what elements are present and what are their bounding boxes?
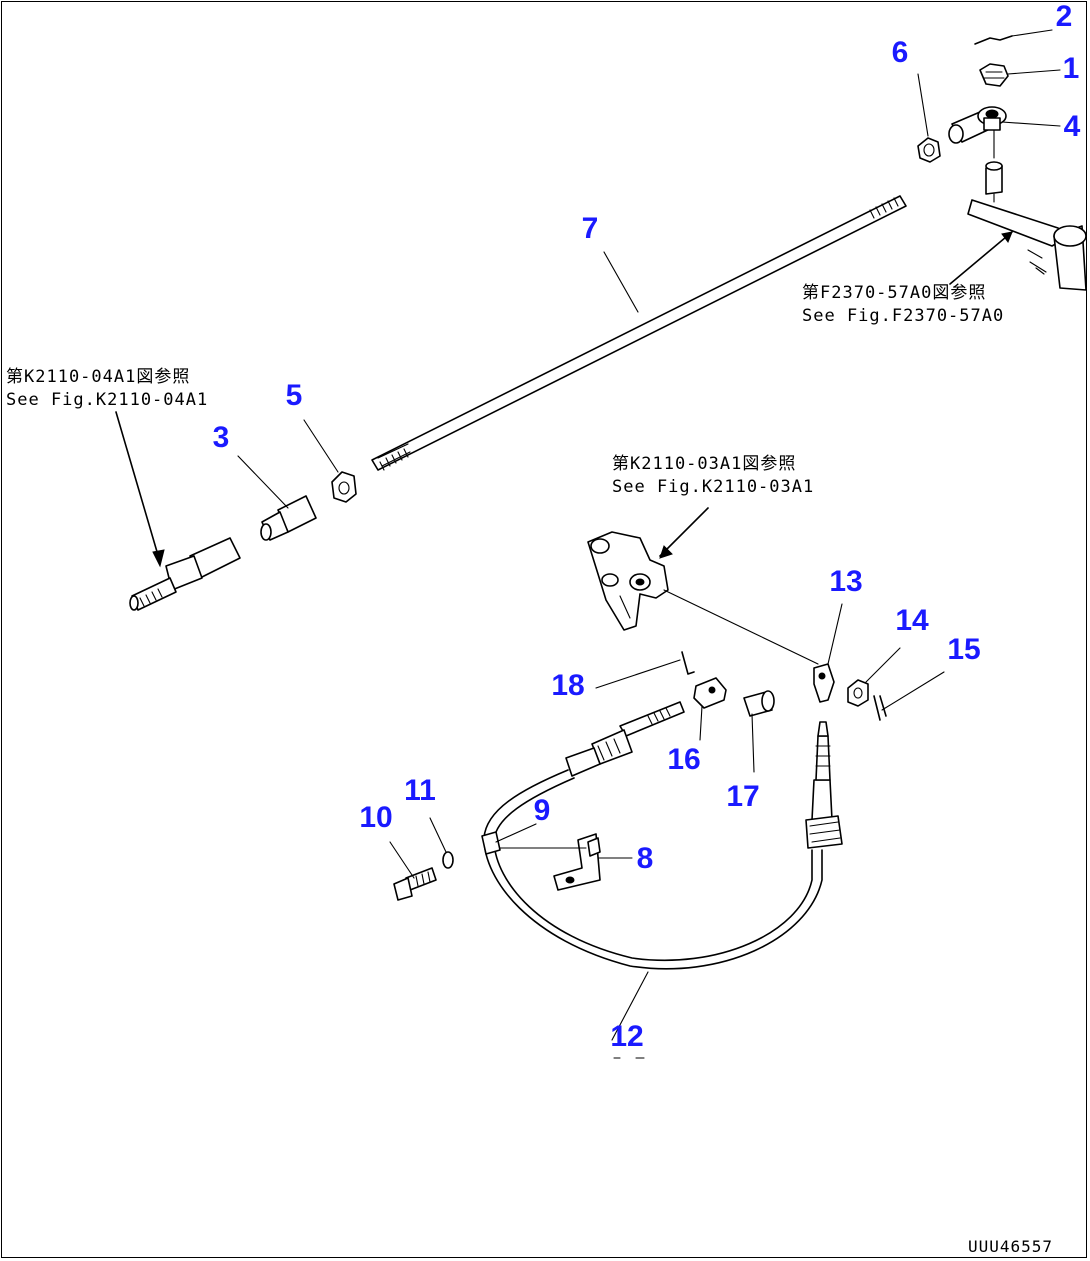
part-10-bolt (389, 841, 437, 901)
part-13-clevis (813, 603, 843, 703)
part-16-yoke (693, 677, 727, 741)
callout-9: 9 (533, 794, 551, 827)
callout-8: 8 (636, 842, 654, 875)
part-14-nut (847, 647, 901, 707)
part-17-clevis-pin (743, 690, 775, 773)
callout-1: 1 (1062, 52, 1080, 85)
cable-left-fitting (565, 701, 685, 777)
callout-18: 18 (551, 669, 585, 702)
part-1-nut (979, 63, 1061, 87)
part-7-rod (371, 195, 907, 471)
callout-14: 14 (895, 604, 929, 637)
part-6-nut (917, 73, 941, 163)
part-5-nut (303, 419, 357, 503)
part-4-ball-joint (948, 106, 1061, 159)
part-12-cable (483, 769, 823, 1041)
reference-note-right: 第F2370-57A0図参照 See Fig.F2370-57A0 (802, 282, 1004, 328)
reference-center-en: See Fig.K2110-03A1 (612, 477, 815, 497)
callout-6: 6 (891, 36, 909, 69)
lever-assembly (949, 161, 1087, 291)
callout-15: 15 (947, 633, 981, 666)
reference-left-en: See Fig.K2110-04A1 (6, 390, 209, 410)
reference-note-center: 第K2110-03A1図参照 See Fig.K2110-03A1 (612, 453, 814, 499)
reference-note-left: 第K2110-04A1図参照 See Fig.K2110-04A1 (6, 366, 208, 412)
center-bracket (587, 507, 819, 665)
part-15-cotter-pin (873, 671, 945, 721)
callout-13: 13 (829, 565, 863, 598)
part-18-pin (595, 651, 695, 689)
callout-4: 4 (1063, 110, 1081, 143)
callout-2: 2 (1055, 0, 1073, 33)
callout-11: 11 (404, 774, 436, 807)
callout-12: 12 (610, 1020, 644, 1053)
reference-left-jp: 第K2110-04A1図参照 (6, 367, 191, 387)
part-11-washer (429, 817, 454, 869)
callout-17: 17 (726, 780, 760, 813)
part-9-clamp (481, 823, 537, 855)
drawing-code: UUU46557 (968, 1237, 1054, 1256)
callout-16: 16 (667, 743, 701, 776)
part-2-cotter-pin (974, 29, 1053, 45)
callout-10: 10 (359, 801, 393, 834)
reference-center-jp: 第K2110-03A1図参照 (612, 454, 797, 474)
part-8-bracket (499, 833, 633, 891)
callout-3: 3 (212, 421, 230, 454)
part-3-adapter (237, 455, 317, 541)
callout-7: 7 (581, 212, 599, 245)
callout-5: 5 (285, 379, 303, 412)
left-cable-end (115, 411, 241, 611)
reference-right-jp: 第F2370-57A0図参照 (802, 283, 987, 303)
reference-right-en: See Fig.F2370-57A0 (802, 306, 1005, 326)
cable-right-fitting (805, 721, 843, 849)
